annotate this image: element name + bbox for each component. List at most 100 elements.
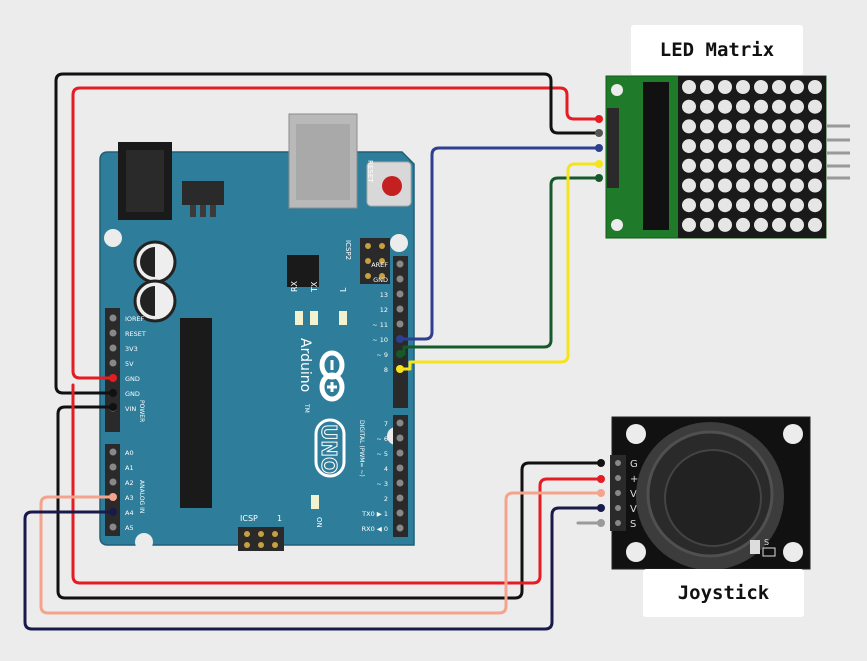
- matrix-led: [718, 119, 732, 134]
- matrix-led: [772, 99, 786, 114]
- digital-pin-label: RX0 ◀ 0: [362, 525, 388, 533]
- digital-pin[interactable]: [396, 275, 404, 283]
- digital-pin[interactable]: [396, 320, 404, 328]
- matrix-led: [790, 217, 804, 232]
- matrix-led: [772, 119, 786, 134]
- matrix-led: [718, 158, 732, 173]
- digital-pin-label: 4: [384, 465, 388, 473]
- arduino-uno-board[interactable]: RESET ICSP2 RX TX L ON Arduino: [99, 113, 415, 551]
- power-pin[interactable]: [109, 359, 117, 367]
- joystick-pin[interactable]: [615, 460, 621, 466]
- analog-pin-label: A5: [125, 524, 134, 532]
- wire-a4-vry: [23, 506, 603, 631]
- mount-hole: [626, 424, 646, 444]
- joystick-pin-label: +: [630, 474, 638, 485]
- joystick-pin-label: S: [630, 519, 636, 530]
- power-pin[interactable]: [109, 344, 117, 352]
- matrix-led: [700, 198, 714, 213]
- matrix-led: [736, 139, 750, 154]
- matrix-led: [718, 217, 732, 232]
- digital-pin[interactable]: [396, 524, 404, 532]
- reset-button-cap[interactable]: [382, 176, 402, 196]
- digital-pin[interactable]: [396, 305, 404, 313]
- matrix-led: [808, 158, 822, 173]
- power-pin-label: GND: [125, 375, 140, 383]
- joystick-pin[interactable]: [615, 505, 621, 511]
- power-pin-label: GND: [125, 390, 140, 398]
- matrix-led: [682, 217, 696, 232]
- matrix-led: [772, 198, 786, 213]
- digital-pin[interactable]: [396, 419, 404, 427]
- wire-5v-joystick: [71, 383, 603, 585]
- matrix-led: [682, 119, 696, 134]
- joystick-pin[interactable]: [615, 520, 621, 526]
- matrix-led: [736, 178, 750, 193]
- joystick-knob[interactable]: [664, 449, 762, 547]
- digital-pin[interactable]: [396, 260, 404, 268]
- analog-pin-label: A4: [125, 509, 134, 517]
- max7219-chip: [643, 82, 669, 230]
- digital-pin[interactable]: [396, 290, 404, 298]
- power-pin[interactable]: [109, 314, 117, 322]
- matrix-led: [754, 158, 768, 173]
- led-matrix-module[interactable]: [605, 75, 850, 239]
- digital-pin-label: AREF: [371, 261, 388, 269]
- power-pin-label: 3V3: [125, 345, 138, 353]
- mount-hole: [783, 542, 803, 562]
- l-label: L: [339, 287, 348, 292]
- digital-pin[interactable]: [396, 449, 404, 457]
- analog-pin[interactable]: [109, 478, 117, 486]
- matrix-led: [772, 80, 786, 94]
- matrix-led: [790, 198, 804, 213]
- joystick-pin[interactable]: [615, 475, 621, 481]
- digital-pin[interactable]: [396, 479, 404, 487]
- matrix-led: [736, 198, 750, 213]
- analog-pin-label: A1: [125, 464, 134, 472]
- power-header-label: POWER: [138, 400, 145, 422]
- matrix-led: [736, 80, 750, 94]
- analog-pin-label: A3: [125, 494, 134, 502]
- power-pin-label: RESET: [125, 330, 146, 338]
- analog-pin[interactable]: [109, 463, 117, 471]
- joystick-pin[interactable]: [615, 490, 621, 496]
- digital-header-label: DIGITAL (PWM= ~): [358, 420, 365, 477]
- matrix-led: [772, 139, 786, 154]
- wires: [23, 72, 603, 631]
- power-pin[interactable]: [109, 329, 117, 337]
- matrix-led: [736, 119, 750, 134]
- digital-pin[interactable]: [396, 509, 404, 517]
- matrix-led: [718, 198, 732, 213]
- matrix-led: [718, 178, 732, 193]
- digital-pin-label: 7: [384, 420, 388, 428]
- power-pin-label: IOREF: [125, 315, 145, 323]
- analog-pin[interactable]: [109, 523, 117, 531]
- matrix-led: [700, 99, 714, 114]
- analog-pin[interactable]: [109, 448, 117, 456]
- digital-pin[interactable]: [396, 494, 404, 502]
- wire-endpoints: [109, 115, 605, 527]
- joystick-label: Joystick: [643, 569, 804, 617]
- joystick-module[interactable]: G+VVS S: [610, 416, 811, 570]
- mount-hole: [626, 542, 646, 562]
- digital-header-bottom: [393, 415, 408, 537]
- icsp-label: ICSP: [240, 514, 258, 523]
- icsp2-label: ICSP2: [344, 240, 352, 260]
- digital-pin-label: 13: [380, 291, 388, 299]
- digital-pin[interactable]: [396, 434, 404, 442]
- matrix-led: [772, 158, 786, 173]
- digital-pin-label: GND: [373, 276, 388, 284]
- matrix-led: [718, 99, 732, 114]
- matrix-led: [808, 198, 822, 213]
- rx-label: RX: [290, 280, 299, 292]
- matrix-led: [790, 119, 804, 134]
- digital-pin[interactable]: [396, 464, 404, 472]
- matrix-led: [754, 178, 768, 193]
- mount-hole: [104, 229, 122, 247]
- led-matrix-label: LED Matrix: [631, 25, 803, 75]
- digital-pin-label: ~ 5: [376, 450, 388, 458]
- analog-header: [105, 444, 120, 536]
- wire-d11-clk: [398, 176, 601, 356]
- led-grid: [678, 76, 826, 238]
- matrix-led: [700, 217, 714, 232]
